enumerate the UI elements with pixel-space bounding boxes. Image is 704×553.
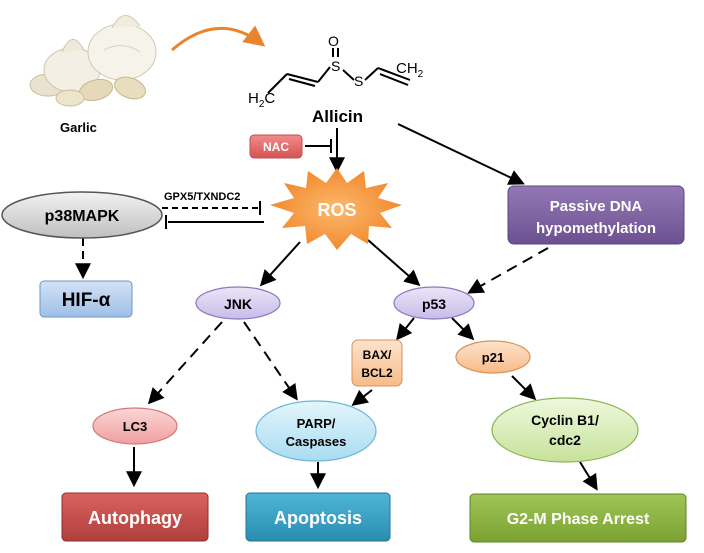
edge-bax-parp (351, 389, 373, 406)
cyclin-line1: Cyclin B1/ (531, 412, 599, 428)
atom-s1: S (331, 58, 340, 74)
group-right-sub: 2 (418, 69, 424, 80)
jnk-node (195, 286, 281, 320)
passive-dna-line2: hypomethylation (536, 220, 656, 237)
edge-p53-p21 (451, 317, 475, 341)
p38mapk-node (1, 191, 163, 239)
edge-passive-p53 (467, 247, 549, 294)
group-left-c: C (264, 90, 275, 107)
autophagy-label: Autophagy (88, 508, 182, 528)
group-left-h: H (248, 90, 259, 107)
connectors (75, 123, 598, 491)
edge-jnk-parp (243, 321, 298, 401)
gpx-label: GPX5/TXNDC2 (164, 191, 240, 203)
jnk-label: JNK (224, 296, 252, 312)
nac-label: NAC (263, 140, 289, 154)
allicin-label: Allicin (312, 107, 363, 126)
p53-label: p53 (422, 296, 446, 312)
parp-line2: Caspases (286, 434, 347, 449)
group-right-ch: CH (396, 60, 418, 77)
edge-ros-jnk (259, 241, 301, 287)
atom-o: O (328, 33, 339, 49)
g2m-label: G2-M Phase Arrest (507, 511, 650, 528)
edge-cyclin-g2m (579, 461, 598, 491)
garlic-label: Garlic (60, 120, 97, 135)
p21-label: p21 (482, 350, 504, 365)
parp-node (255, 400, 377, 462)
p21-node (455, 340, 531, 374)
group-left: H2C (248, 90, 275, 110)
edge-jnk-lc3 (147, 321, 223, 405)
p53-node (393, 286, 475, 320)
hif-box (39, 280, 133, 318)
atom-s2: S (354, 73, 363, 89)
parp-line1: PARP/ (297, 416, 336, 431)
nac-box (249, 134, 303, 159)
edge-allicin-passive (397, 123, 525, 185)
ros-label: ROS (317, 200, 356, 220)
p38mapk-label: p38MAPK (45, 208, 120, 225)
cyclin-line2: cdc2 (549, 432, 581, 448)
bax-line1: BAX/ (363, 348, 392, 362)
autophagy-box (61, 492, 209, 542)
edge-p21-cyclin (511, 375, 537, 401)
passive-dna-line1: Passive DNA (550, 198, 643, 215)
group-left-sub: 2 (259, 99, 265, 110)
edge-p53-bax (396, 317, 415, 341)
bax-bcl2-box (351, 339, 403, 387)
lc3-label: LC3 (123, 419, 148, 434)
ros-burst (270, 168, 402, 250)
group-right: CH2 (396, 60, 424, 80)
apoptosis-box (245, 492, 391, 542)
hif-label: HIF-α (62, 290, 111, 311)
apoptosis-label: Apoptosis (274, 508, 362, 528)
bax-line2: BCL2 (361, 366, 393, 380)
curved-arrow (171, 25, 266, 52)
passive-dna-box (507, 185, 685, 245)
lc3-node (92, 407, 178, 445)
g2m-box (469, 493, 687, 543)
garlic-illustration (29, 15, 157, 107)
allicin-structure (267, 48, 411, 94)
edge-ros-p53 (367, 239, 421, 287)
cyclin-node (491, 397, 639, 463)
